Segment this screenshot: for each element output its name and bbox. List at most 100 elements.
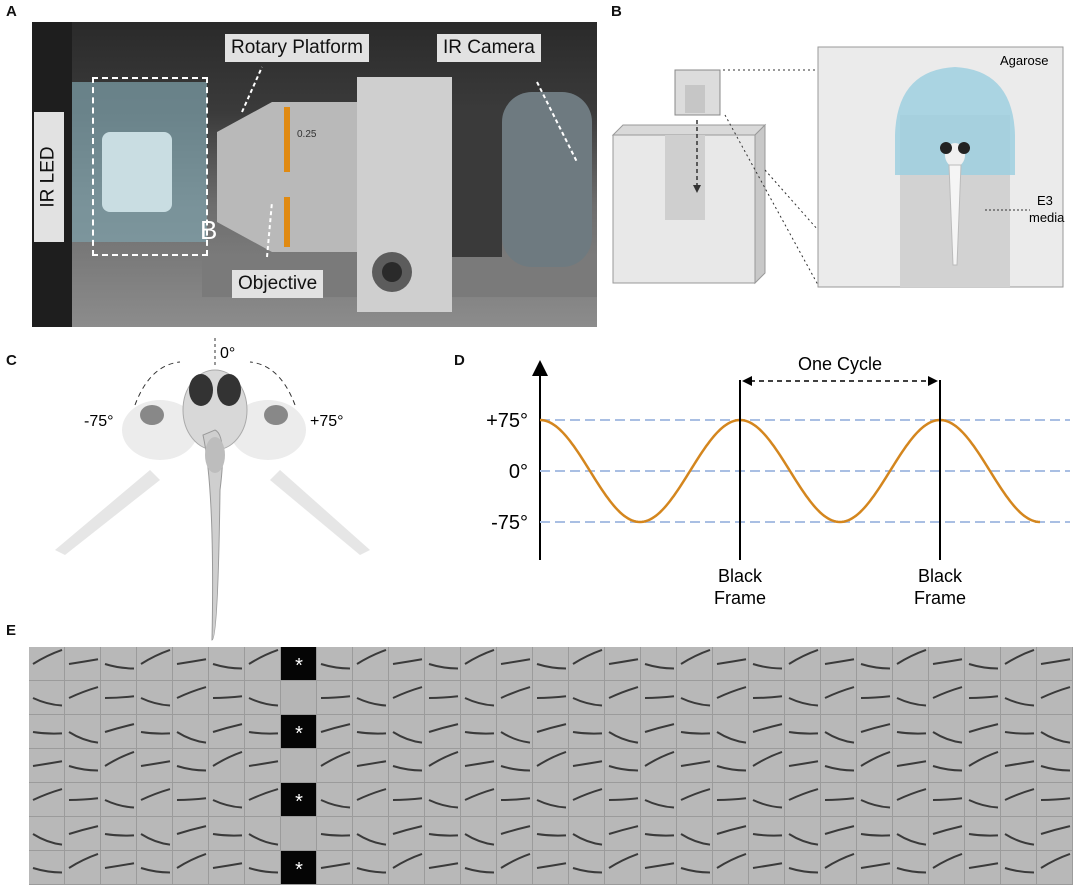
frame-fish-tail [824,658,855,665]
frame-fish-tail [32,867,63,874]
frame-fish-tail [608,731,639,744]
frame-cell [785,851,820,884]
frame-cell [641,783,676,816]
frame-fish-tail [428,833,459,837]
frame-cell [425,647,460,680]
frame-cell [173,749,208,782]
frame-fish-tail [572,788,603,801]
frame-fish-tail [572,867,603,874]
frame-fish-tail [392,797,423,801]
frame-fish-tail [428,695,459,699]
frame-fish-tail [464,833,495,846]
frame-cell [893,851,928,884]
angle-right: +75° [310,413,344,430]
frame-fish-tail [320,833,351,837]
frame-fish-tail [32,760,63,767]
frame-fish-tail [968,862,999,869]
frame-fish-tail [500,658,531,665]
frame-star: * [295,791,303,813]
frame-fish-tail [140,731,171,735]
frame-fish-tail [716,658,747,665]
frame-cell [929,749,964,782]
frame-fish-tail [320,799,351,809]
frame-fish-tail [176,658,207,665]
frame-cell [713,749,748,782]
frame-fish-tail [176,853,207,869]
frame-fish-tail [752,723,783,733]
frame-cell [461,681,496,714]
frame-fish-tail [428,663,459,670]
frame-cell [65,749,100,782]
frame-fish-tail [752,695,783,699]
inset-box [92,77,208,256]
frame-cell [677,851,712,884]
lens-engraving: 0.25 [297,129,317,140]
frame-cell [821,749,856,782]
frame-cell [353,851,388,884]
frame-fish-tail [860,862,891,869]
frame-fish-tail [32,788,63,801]
frame-cell [857,647,892,680]
frame-cell [965,783,1000,816]
panel-letter-c: C [6,352,17,369]
frame-fish-tail [248,697,279,707]
frame-fish-tail [716,797,747,801]
frame-strip-grid: **** [29,647,1072,884]
frame-fish-tail [212,799,243,809]
frame-fish-tail [248,788,279,801]
frame-fish-tail [176,825,207,835]
cycle-arrow-right [928,376,938,386]
frame-fish-tail [788,649,819,665]
frame-cell [965,647,1000,680]
frame-fish-tail [752,799,783,809]
frame-fish-tail [32,649,63,665]
frame-star: * [295,859,303,881]
frame-fish-tail [320,695,351,699]
frame-fish-tail [212,695,243,699]
frame-fish-tail [932,797,963,801]
frame-fish-tail [356,697,387,707]
frame-fish-tail [680,760,711,767]
frame-fish-tail [176,686,207,699]
frame-fish-tail [176,731,207,744]
frame-fish-tail [680,731,711,735]
frame-fish-tail [140,833,171,846]
frame-fish-tail [356,731,387,735]
frame-fish-tail [788,760,819,767]
frame-fish-tail [824,731,855,744]
frame-fish-tail [500,731,531,744]
frame-fish-tail [320,663,351,670]
frame-fish-tail [644,751,675,767]
rig-photo-drawing: 0.25 [32,22,597,327]
frame-fish-tail [968,723,999,733]
frame-fish-tail [968,663,999,670]
frame-fish-tail [536,833,567,837]
frame-fish-tail [464,649,495,665]
frame-fish-tail [716,686,747,699]
frame-star: * [295,655,303,677]
frame-cell [281,851,316,884]
frame-fish-tail [608,825,639,835]
frame-cell [1037,749,1072,782]
label-ir-led: IR LED [38,146,59,208]
frame-fish-tail [536,751,567,767]
frame-cell [749,647,784,680]
frame-fish-tail [248,867,279,874]
frame-fish-tail [572,731,603,735]
frame-fish-tail [536,695,567,699]
frame-fish-tail [860,695,891,699]
frame-cell [893,681,928,714]
frame-fish-tail [392,686,423,699]
frame-fish-tail [320,751,351,767]
panel-letter-d: D [454,352,465,369]
frame-cell [209,647,244,680]
frame-fish-tail [140,760,171,767]
frame-fish-tail [968,799,999,809]
frame-fish-tail [464,788,495,801]
label-rotary-platform: Rotary Platform [225,34,369,62]
frame-cell [281,783,316,816]
frame-cell [749,783,784,816]
frame-fish-tail [608,853,639,869]
frame-fish-tail [320,723,351,733]
